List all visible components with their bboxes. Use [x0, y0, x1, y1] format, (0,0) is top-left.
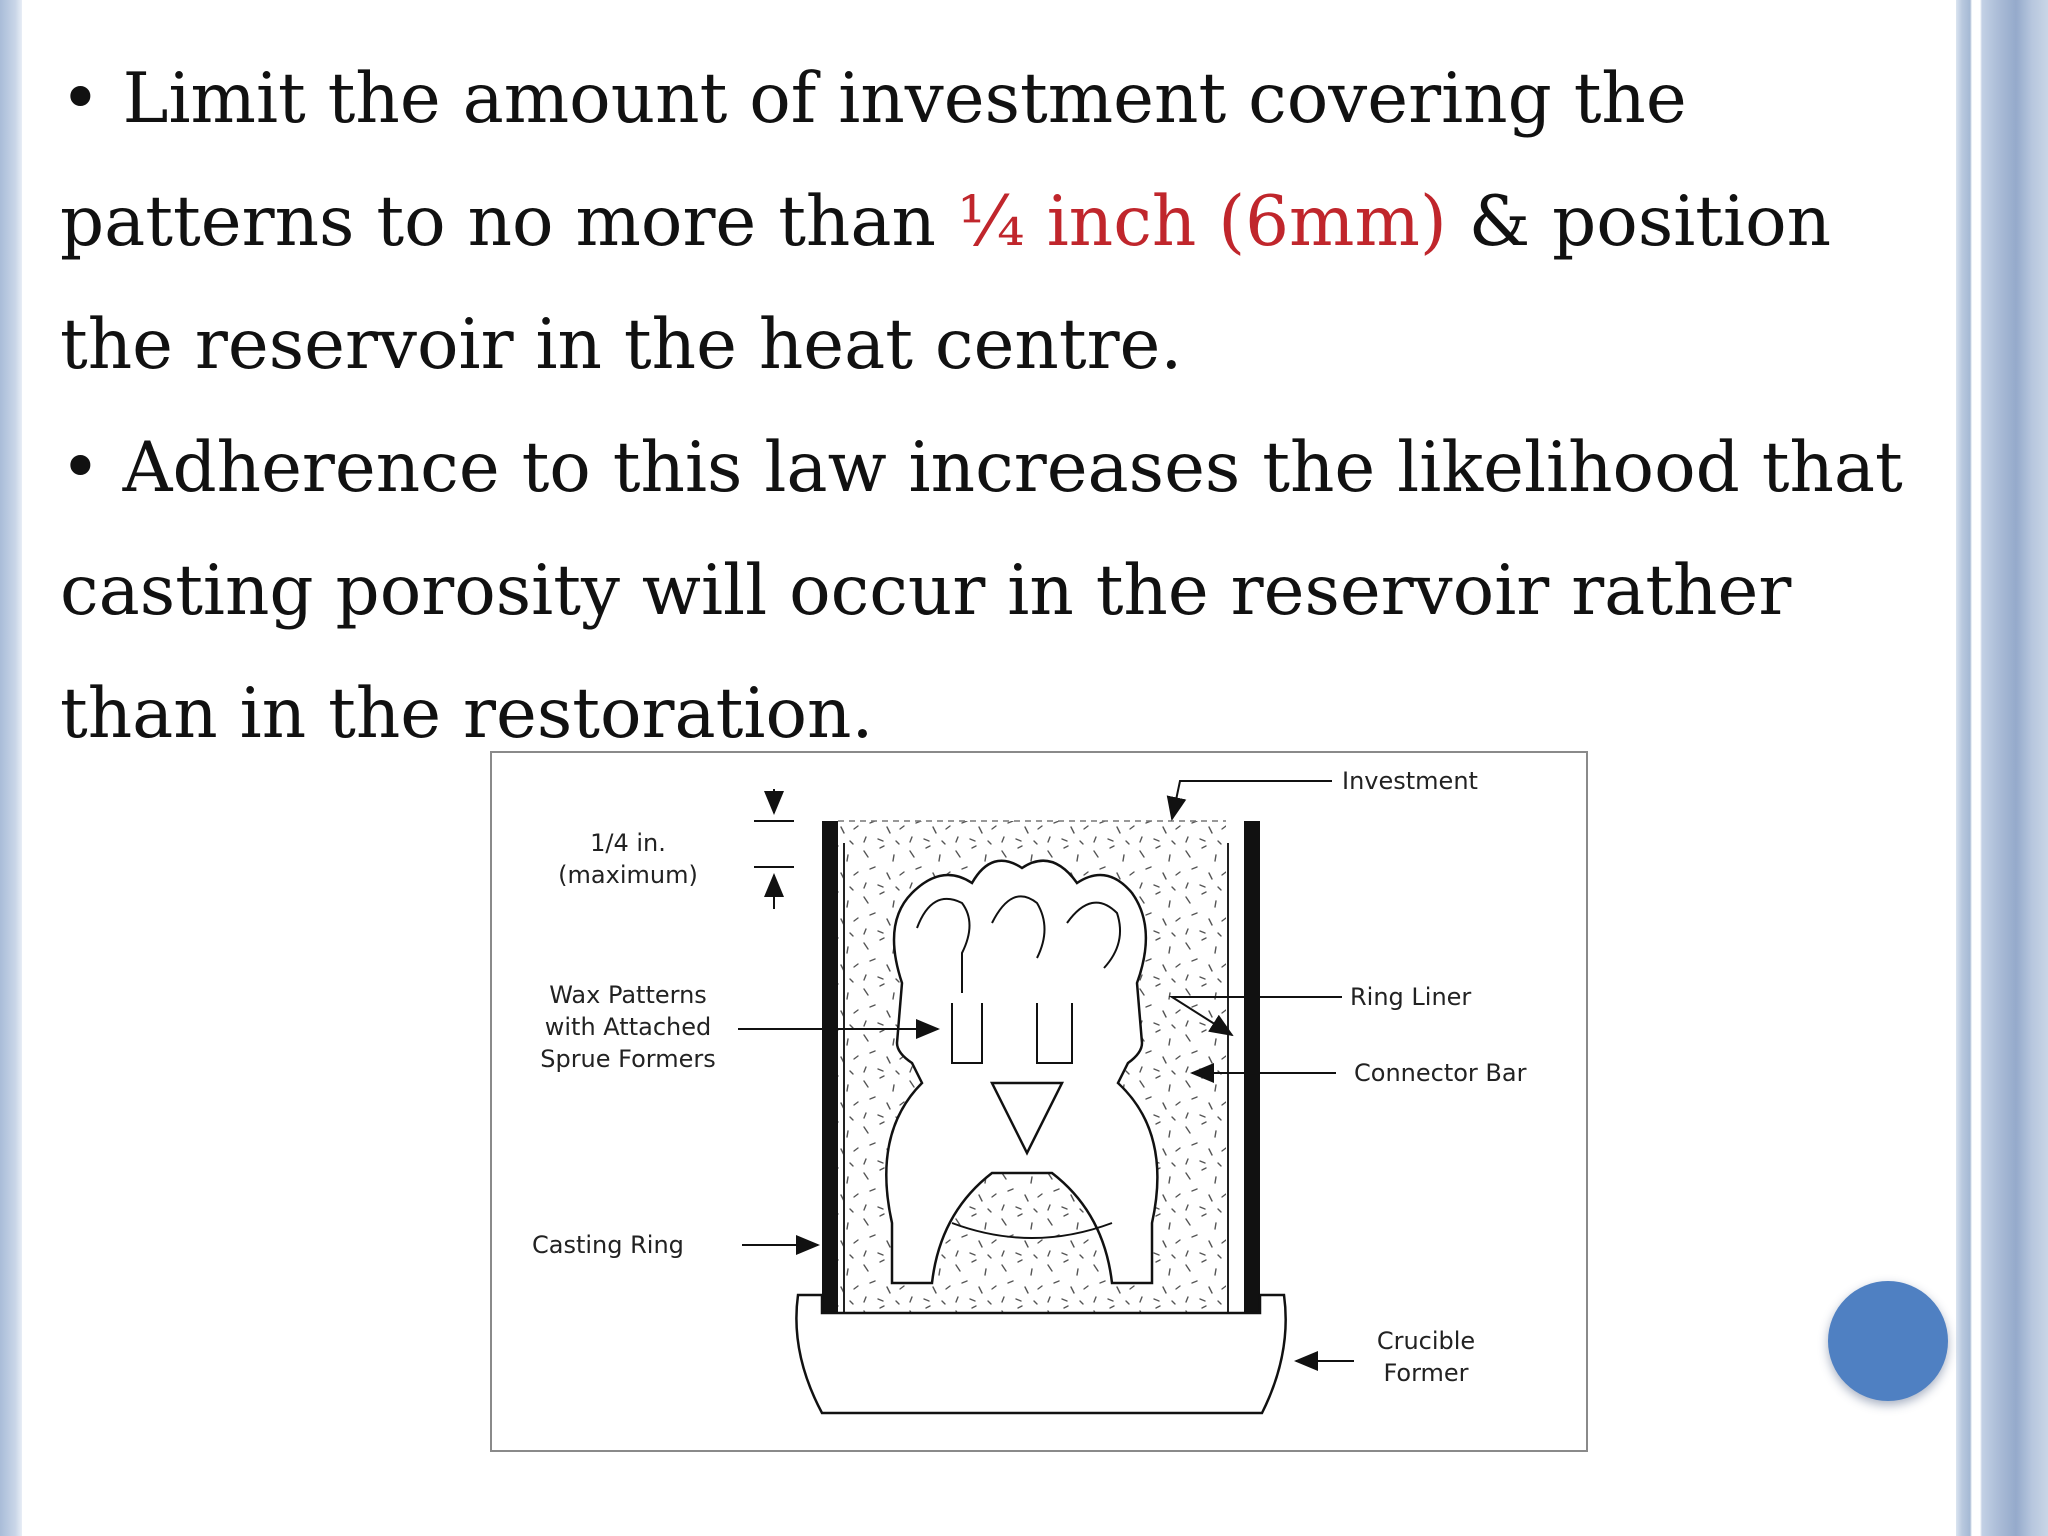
- casting-ring-left-wall: [822, 821, 838, 1313]
- label-quarter-inch: 1/4 in.: [590, 829, 666, 857]
- label-casting-ring: Casting Ring: [532, 1231, 684, 1259]
- bullet-glyph: •: [60, 59, 101, 139]
- right-decorative-frame: [1956, 0, 2048, 1536]
- label-maximum: (maximum): [558, 861, 698, 889]
- next-slide-button[interactable]: [1828, 1281, 1948, 1401]
- left-decorative-bar: [0, 0, 22, 1536]
- bullet-1-text-after: & position the reservoir in the heat cen…: [60, 182, 1832, 385]
- wax-patterns: [885, 859, 1159, 1285]
- diagram-svg: Investment 1/4 in. (maximum) Wax Pattern…: [532, 767, 1527, 1415]
- investment-leader: [1166, 780, 1332, 821]
- bullet-glyph: •: [60, 428, 101, 508]
- bullet-2-text: Adherence to this law increases the like…: [60, 428, 1903, 754]
- label-crucible: Crucible: [1377, 1327, 1475, 1355]
- bullet-1: • Limit the amount of investment coverin…: [60, 38, 1940, 407]
- crucible-former: [795, 1293, 1287, 1415]
- label-wax-patterns: Wax Patterns: [549, 981, 707, 1009]
- label-connector-bar: Connector Bar: [1354, 1059, 1527, 1087]
- label-sprue-formers: Sprue Formers: [540, 1045, 716, 1073]
- ring-liner-leader: [1168, 996, 1342, 1037]
- bullet-1-text-before: Limit the amount of investment covering …: [60, 59, 1687, 262]
- label-ring-liner: Ring Liner: [1350, 983, 1471, 1011]
- bullet-1-highlight: ¼ inch (6mm): [957, 182, 1447, 262]
- casting-ring-diagram: Investment 1/4 in. (maximum) Wax Pattern…: [490, 751, 1588, 1452]
- label-former: Former: [1383, 1359, 1468, 1387]
- casting-ring-right-wall: [1244, 821, 1260, 1313]
- bullet-2: • Adherence to this law increases the li…: [60, 407, 1940, 776]
- label-investment: Investment: [1342, 767, 1478, 795]
- label-with-attached: with Attached: [545, 1013, 711, 1041]
- slide-body: • Limit the amount of investment coverin…: [60, 38, 1940, 776]
